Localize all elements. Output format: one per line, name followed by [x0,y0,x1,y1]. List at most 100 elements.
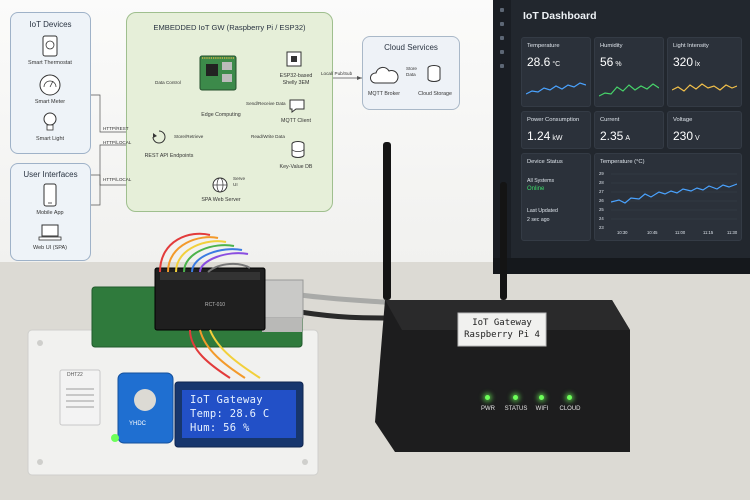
monitor: IoT Dashboard Temperature 28.6°C Humidit… [493,0,750,272]
esp32-chip-icon [286,51,302,67]
gateway-title: EMBEDDED IoT GW (Raspberry Pi / ESP32) [153,23,306,32]
humidity-sparkline [599,83,659,97]
sidebar-icon[interactable] [500,36,504,40]
gateway-label-line1: IoT Gateway [472,318,532,328]
current-sensor-label: YHDC [129,421,147,427]
all-systems-label: All Systems [527,178,555,184]
smart-light-label: Smart Light [35,136,65,142]
sidebar-icon[interactable] [500,50,504,54]
sidebar-icon[interactable] [500,8,504,12]
y-tick: 24 [599,216,604,221]
store-data-line2: Data [406,72,416,77]
user-interfaces-panel: User Interfaces Mobile App Web UI (SPA) [10,163,91,261]
x-tick: 11:15 [703,230,714,235]
pwr-led-icon [485,395,490,400]
esp32-line2: Shelly 3EM [282,80,310,86]
iot-devices-panel: IoT Devices Smart Thermostat Smart Meter… [10,12,91,154]
dashboard-title: IoT Dashboard [523,10,597,22]
cloud-led-icon [567,395,572,400]
x-tick-row: 10:30 10:45 11:00 11:15 11:30 [617,230,739,238]
led-label-wifi: WIFI [535,406,549,412]
gateway-panel: EMBEDDED IoT GW (Raspberry Pi / ESP32) [126,12,333,212]
sidebar-icon[interactable] [500,22,504,26]
edge-http-local-2: HTTP/LOCAL [103,177,132,182]
card-value: 56% [600,55,622,69]
card-label: Voltage [673,117,693,123]
dashboard-screen: IoT Dashboard Temperature 28.6°C Humidit… [511,0,750,258]
card-label: Temperature [527,43,560,49]
refresh-icon [152,130,166,144]
user-interfaces-title: User Interfaces [23,170,78,179]
web-ui-label: Web UI (SPA) [32,245,68,251]
temp-chart-title: Temperature (°C) [600,159,645,165]
led-label-cloud: CLOUD [559,406,581,412]
store-data-line1: Store [406,66,417,71]
esp32-line1: ESP32-based [279,73,313,79]
card-device-status[interactable]: Device Status All Systems Online Last Up… [521,153,591,241]
edge-read-write: Read/Write Data [251,134,285,139]
iot-devices-title: IoT Devices [29,20,72,29]
kv-db-label: Key-Value DB [279,164,313,170]
card-temperature-chart[interactable]: Temperature (°C) 29 28 27 26 25 24 23 [594,153,742,241]
globe-icon [212,177,228,193]
edge-http-rest: HTTP/REST [103,126,129,131]
card-label: Power Consumption [527,117,580,123]
dht-label: DHT22 [67,372,83,378]
x-tick: 11:00 [675,230,686,235]
mqtt-client-label: MQTT Client [281,118,311,124]
edge-http-local-1: HTTP/LOCAL [103,140,132,145]
temperature-line-chart [611,173,737,220]
card-humidity[interactable]: Humidity 56% [594,37,664,107]
led-label-status: STATUS [504,406,528,412]
x-tick: 10:30 [617,230,628,235]
card-temperature[interactable]: Temperature 28.6°C [521,37,591,107]
cloud-icon [369,66,399,84]
mobile-phone-icon [43,183,57,207]
y-tick: 29 [599,171,604,176]
mqtt-client-icon [289,99,305,113]
x-tick: 11:30 [727,230,738,235]
last-updated-label: Last Updated [527,208,558,214]
architecture-diagram-board: IoT Devices Smart Thermostat Smart Meter… [0,0,493,262]
relay-label: RCT-010 [205,302,226,308]
edge-send-receive: Send/Receive Data [246,101,286,106]
smart-meter-label: Smart Meter [34,99,66,105]
storage-icon [427,65,441,82]
rest-api-label: REST API Endpoints [144,153,194,159]
edge-store-retrieve: Store/Retrieve [174,134,204,139]
sidebar-icon[interactable] [500,64,504,68]
laptop-icon [38,224,62,241]
led-label-pwr: PWR [481,406,495,412]
y-tick: 27 [599,189,604,194]
edge-data-control: Data Control [155,80,181,85]
raspberry-pi-board-icon [199,55,237,91]
thermostat-icon [42,35,58,57]
bulb-icon [43,112,57,131]
edge-computing-label: Edge Computing [201,112,241,118]
edge-local-pubsub: Local/ Pub/Sub [321,71,353,76]
edge-serve-ui-line1: Serve [233,176,246,181]
spa-server-label: SPA Web Server [201,197,241,203]
lcd-line-3: Hum: 56 % [190,422,250,434]
y-tick: 26 [599,198,604,203]
edge-serve-ui-line2: UI [233,182,238,187]
temperature-sparkline [526,82,586,95]
gateway-label-line2: Raspberry Pi 4 [464,330,540,340]
card-label: Current [600,117,620,123]
last-updated-value: 2 sec ago [527,217,550,223]
lcd-line-2: Temp: 28.6 C [190,408,270,420]
y-tick: 23 [599,225,604,230]
y-tick: 25 [599,207,604,212]
y-tick-column: 29 28 27 26 25 24 23 [599,171,609,230]
smart-thermostat-label: Smart Thermostat [28,60,72,66]
